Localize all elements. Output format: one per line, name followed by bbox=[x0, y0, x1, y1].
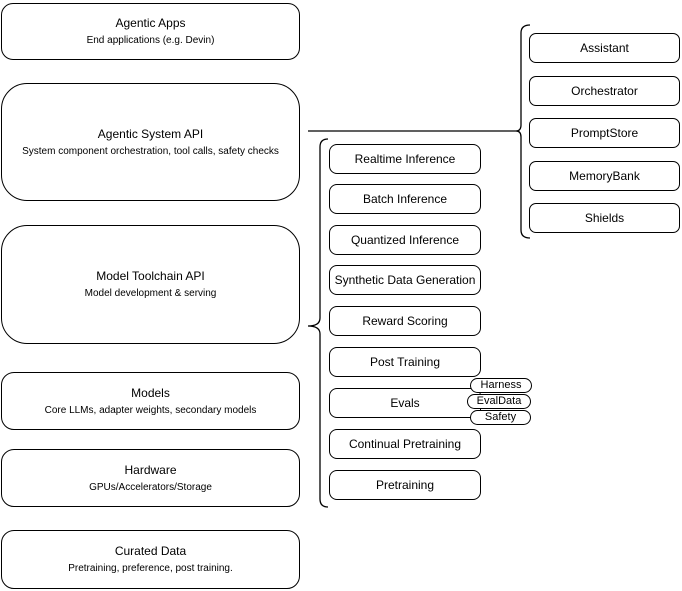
node-title: Model Toolchain API bbox=[96, 269, 205, 283]
node-assistant: Assistant bbox=[529, 33, 680, 63]
node-realtime-inference: Realtime Inference bbox=[329, 144, 481, 174]
node-reward-scoring: Reward Scoring bbox=[329, 306, 481, 336]
node-agentic-apps: Agentic Apps End applications (e.g. Devi… bbox=[1, 3, 300, 60]
node-continual-pretraining: Continual Pretraining bbox=[329, 429, 481, 459]
tag-label: EvalData bbox=[476, 395, 522, 407]
node-post-training: Post Training bbox=[329, 347, 481, 377]
tag-safety: Safety bbox=[470, 410, 531, 425]
node-subtitle: System component orchestration, tool cal… bbox=[22, 145, 279, 157]
node-pretraining: Pretraining bbox=[329, 470, 481, 500]
node-hardware: Hardware GPUs/Accelerators/Storage bbox=[1, 449, 300, 507]
node-memorybank: MemoryBank bbox=[529, 161, 680, 191]
node-title: Models bbox=[131, 385, 170, 400]
tag-harness: Harness bbox=[470, 378, 532, 393]
node-label: Pretraining bbox=[375, 478, 435, 492]
node-label: Orchestrator bbox=[571, 84, 638, 98]
node-models: Models Core LLMs, adapter weights, secon… bbox=[1, 372, 300, 430]
node-shields: Shields bbox=[529, 203, 680, 233]
node-label: Assistant bbox=[580, 41, 629, 55]
node-subtitle: End applications (e.g. Devin) bbox=[86, 35, 215, 46]
node-label: PromptStore bbox=[570, 126, 639, 140]
node-label: Evals bbox=[390, 396, 420, 410]
node-label: Realtime Inference bbox=[354, 152, 456, 166]
node-quantized-inference: Quantized Inference bbox=[329, 225, 481, 255]
node-subtitle: Pretraining, preference, post training. bbox=[68, 563, 233, 574]
node-subtitle: Core LLMs, adapter weights, secondary mo… bbox=[44, 404, 257, 416]
node-batch-inference: Batch Inference bbox=[329, 184, 481, 214]
node-subtitle: GPUs/Accelerators/Storage bbox=[89, 481, 212, 493]
node-synthetic-data-generation: Synthetic Data Generation bbox=[329, 265, 481, 295]
node-title: Agentic System API bbox=[97, 126, 204, 141]
node-label: Reward Scoring bbox=[362, 314, 448, 328]
node-label: Quantized Inference bbox=[350, 233, 460, 247]
node-orchestrator: Orchestrator bbox=[529, 76, 680, 106]
node-agentic-system-api: Agentic System API System component orch… bbox=[1, 83, 300, 201]
node-label: MemoryBank bbox=[569, 169, 640, 183]
tag-label: Safety bbox=[484, 411, 517, 423]
node-curated-data: Curated Data Pretraining, preference, po… bbox=[1, 530, 300, 589]
toolchain-components-brace bbox=[307, 138, 329, 508]
node-evals: Evals bbox=[329, 388, 481, 418]
system-components-brace bbox=[515, 24, 531, 239]
tag-label: Harness bbox=[480, 379, 522, 391]
tag-evaldata: EvalData bbox=[467, 394, 531, 409]
node-title: Curated Data bbox=[114, 544, 187, 558]
node-subtitle: Model development & serving bbox=[84, 288, 217, 299]
node-promptstore: PromptStore bbox=[529, 118, 680, 148]
node-title: Hardware bbox=[124, 462, 177, 477]
node-label: Synthetic Data Generation bbox=[334, 273, 476, 287]
node-label: Post Training bbox=[369, 355, 441, 369]
node-label: Shields bbox=[584, 211, 625, 225]
node-label: Continual Pretraining bbox=[348, 437, 462, 451]
node-label: Batch Inference bbox=[362, 192, 448, 206]
node-model-toolchain-api: Model Toolchain API Model development & … bbox=[1, 225, 300, 344]
node-title: Agentic Apps bbox=[115, 16, 186, 30]
